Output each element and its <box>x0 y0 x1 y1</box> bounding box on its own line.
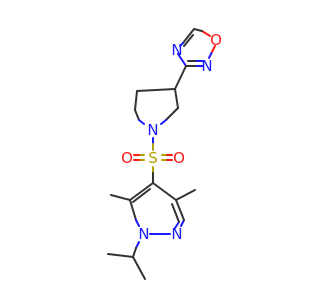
bond-pz-c5-n1-b <box>135 219 140 227</box>
atom-oxadiazole-n4: N <box>171 41 182 59</box>
atom-oxadiazole-n2: N <box>201 57 212 75</box>
bond-c5-n4-n <box>179 42 184 47</box>
bond-methyl-c5 <box>110 194 131 201</box>
bond-pz-c5-n1-a <box>129 199 137 221</box>
bond-pz-c4-c5-double <box>132 188 151 203</box>
bond-pyr-c3-c4 <box>136 88 176 92</box>
bond-ipr-me1 <box>107 253 134 258</box>
bond-pyr-c4-c5 <box>134 90 138 111</box>
atom-sulfonyl-o-right: O <box>173 149 185 167</box>
bond-pz-c3-c4 <box>152 182 177 201</box>
bond-pyr-c5-n-a <box>134 109 140 121</box>
bond-pz-n2-c3-double-a <box>174 221 180 229</box>
bond-c5-n4 <box>182 28 195 44</box>
bonds <box>107 28 216 280</box>
atom-labels: N O N N S O O N N <box>121 31 222 243</box>
bond-n2-o1-b <box>211 45 216 53</box>
atom-oxadiazole-o1: O <box>210 31 222 49</box>
bond-pz-c4-c5 <box>129 182 154 201</box>
bond-c5-double <box>183 34 194 47</box>
bond-n1-ipr-a <box>135 241 140 249</box>
atom-sulfonyl-s: S <box>148 149 158 167</box>
bond-ipr-me2 <box>132 256 146 280</box>
bond-pyr-c3-c2 <box>174 88 179 109</box>
bond-methyl-c3 <box>175 189 196 201</box>
bond-n2-o1-a <box>208 51 213 59</box>
bond-n4-c3 <box>177 53 187 67</box>
bond-pyr-c2-n-b <box>160 119 167 125</box>
bond-pz-n2-c3-b <box>175 199 185 221</box>
bond-pz-n2-c3-double-b <box>171 203 180 223</box>
atom-sulfonyl-o-left: O <box>121 149 133 167</box>
bond-pyr-c2-n-a <box>165 107 179 121</box>
atom-pyrazole-n2: N <box>171 225 182 243</box>
bond-pz-n2-c3-a <box>180 219 185 227</box>
bond-o1-c5-b <box>193 28 203 32</box>
structure-svg: N O N N S O O N N <box>107 28 222 280</box>
molecule-diagram: N O N N S O O N N <box>107 28 222 280</box>
atom-pyrrolidine-n: N <box>147 121 158 139</box>
bond-pyr-c5-n-b <box>138 119 145 125</box>
bond-c3-pyrrolidine <box>174 65 187 90</box>
bond-o1-c5-a <box>201 30 211 37</box>
bond-n1-ipr-b <box>132 247 137 258</box>
atom-pyrazole-n1: N <box>138 225 149 243</box>
